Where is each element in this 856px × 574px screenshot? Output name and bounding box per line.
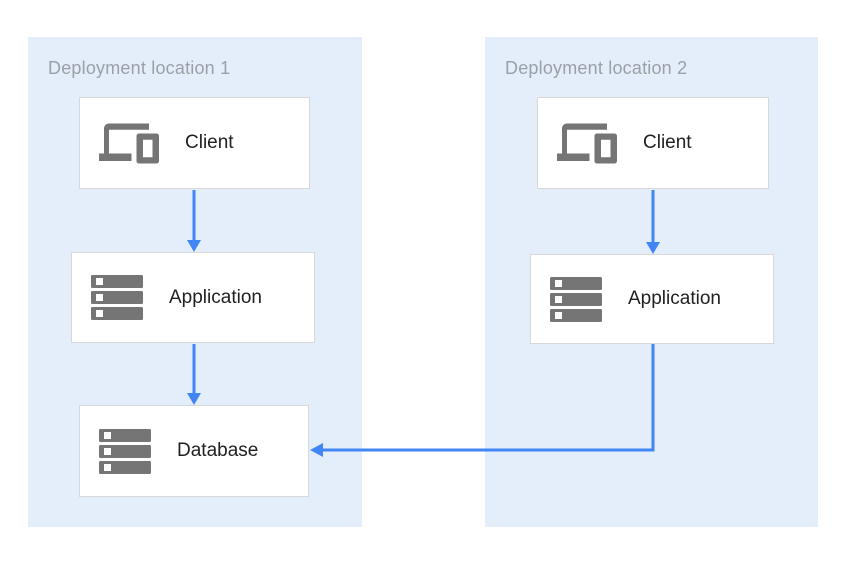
node-loc2-client: Client: [537, 97, 769, 189]
server-stack-icon: [99, 428, 151, 474]
devices-icon: [557, 121, 617, 166]
node-loc1-database: Database: [79, 405, 309, 497]
node-loc1-client: Client: [79, 97, 310, 189]
node-loc2-application: Application: [530, 254, 774, 344]
panel-2-title: Deployment location 2: [505, 58, 688, 78]
server-stack-icon: [91, 275, 143, 320]
node-label: Database: [177, 440, 259, 461]
server-stack-icon: [550, 276, 602, 322]
node-loc1-application: Application: [71, 252, 315, 343]
devices-icon: [99, 121, 159, 166]
node-label: Application: [628, 288, 721, 309]
node-label: Client: [185, 132, 234, 153]
node-label: Client: [643, 132, 692, 153]
node-label: Application: [169, 286, 262, 308]
panel-1-title: Deployment location 1: [48, 58, 231, 78]
